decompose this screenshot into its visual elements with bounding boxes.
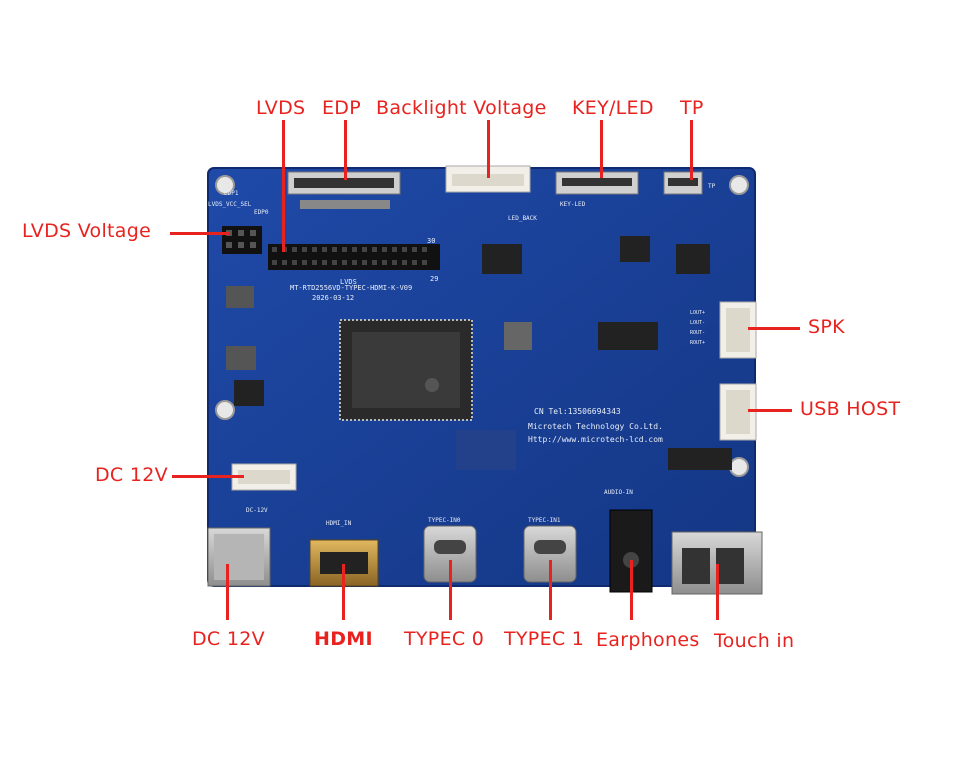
silk-edp0: EDP0 bbox=[254, 209, 269, 216]
label-tp: TP bbox=[680, 97, 704, 119]
silk-model: MT-RTD2556VD-TYPEC-HDMI-K-V09 bbox=[290, 284, 412, 292]
silk-edp1: EDP1 bbox=[224, 190, 239, 197]
leader-touch-in bbox=[716, 564, 719, 620]
label-typec1: TYPEC 1 bbox=[504, 628, 585, 650]
silk-rout: ROUT- bbox=[690, 330, 705, 336]
silk-tp: TP bbox=[708, 183, 716, 190]
key-led-connector bbox=[555, 171, 639, 195]
leader-key-led bbox=[600, 120, 603, 178]
label-dc12v-left: DC 12V bbox=[95, 464, 168, 486]
leader-usb-host bbox=[748, 409, 792, 412]
leader-lvds-voltage bbox=[170, 232, 230, 235]
silk-typec1: TYPEC-IN1 bbox=[528, 517, 561, 524]
tp-connector bbox=[663, 171, 703, 195]
label-spk: SPK bbox=[808, 316, 845, 338]
label-lvds-voltage: LVDS Voltage bbox=[22, 220, 152, 242]
leader-dc12v-bottom bbox=[226, 564, 229, 620]
label-lvds: LVDS bbox=[256, 97, 306, 119]
usb-host-connector bbox=[719, 383, 757, 441]
silk-lvds: LVDS bbox=[340, 278, 357, 286]
dc-jack bbox=[207, 527, 271, 587]
leader-tp bbox=[690, 120, 693, 180]
leader-typec1 bbox=[549, 560, 552, 620]
silk-contact: CN Tel:13506694343 bbox=[534, 407, 621, 416]
silk-hdmi-in: HDMI_IN bbox=[326, 520, 352, 527]
pcb-outline bbox=[207, 167, 756, 587]
silk-audio: AUDIO-IN bbox=[604, 489, 633, 496]
lvds-voltage-jumper bbox=[222, 226, 262, 254]
leader-backlight bbox=[487, 120, 490, 178]
leader-edp bbox=[344, 120, 347, 180]
label-typec0: TYPEC 0 bbox=[404, 628, 485, 650]
label-hdmi: HDMI bbox=[314, 628, 373, 650]
small-components bbox=[226, 236, 732, 470]
label-usb-host: USB HOST bbox=[800, 398, 901, 420]
silk-29: 29 bbox=[430, 275, 438, 283]
mounting-holes bbox=[215, 175, 749, 477]
leader-dc12v-left bbox=[172, 475, 244, 478]
label-earphones: Earphones bbox=[596, 629, 700, 651]
backlight-connector bbox=[445, 165, 531, 193]
silk-rout2: ROUT+ bbox=[690, 340, 705, 346]
label-touch-in: Touch in bbox=[714, 630, 795, 652]
leader-hdmi bbox=[342, 564, 345, 620]
leader-typec0 bbox=[449, 560, 452, 620]
label-key-led: KEY/LED bbox=[572, 97, 654, 119]
main-chip bbox=[339, 319, 473, 421]
label-backlight: Backlight Voltage bbox=[376, 97, 547, 119]
silkscreen-text: LVDS 30 29 EDP1 EDP0 LVDS_VCC_SEL LED_BA… bbox=[208, 183, 716, 527]
silk-lout2: LOUT- bbox=[690, 320, 705, 326]
silk-key-led: KEY-LED bbox=[560, 201, 586, 208]
label-dc12v-bottom: DC 12V bbox=[192, 628, 265, 650]
label-edp: EDP bbox=[322, 97, 361, 119]
leader-spk bbox=[748, 327, 800, 330]
silk-led-back: LED_BACK bbox=[508, 215, 537, 222]
silk-date: 2026-03-12 bbox=[312, 294, 354, 302]
silk-lvds-vcc: LVDS_VCC_SEL bbox=[208, 201, 252, 208]
typec1-port bbox=[523, 525, 577, 583]
silk-30: 30 bbox=[427, 237, 435, 245]
leader-earphones bbox=[630, 560, 633, 620]
lvds-header bbox=[268, 244, 440, 270]
silk-lout: LOUT+ bbox=[690, 310, 705, 316]
silk-typec0: TYPEC-IN0 bbox=[428, 517, 461, 524]
silk-company: Microtech Technology Co.Ltd. bbox=[528, 422, 663, 431]
silk-dc12v: DC-12V bbox=[246, 507, 268, 514]
spk-connector bbox=[719, 301, 757, 359]
leader-lvds bbox=[282, 120, 285, 252]
silk-url: Http://www.microtech-lcd.com bbox=[528, 435, 663, 444]
